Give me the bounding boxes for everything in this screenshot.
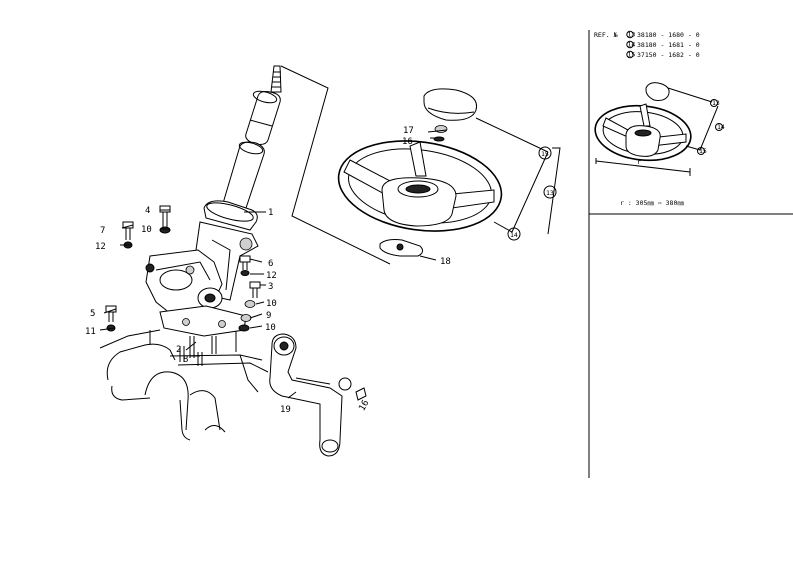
inset-callout-1: 13	[712, 99, 720, 107]
circled-13: 13	[546, 189, 554, 197]
inset-callout-3: 15	[699, 147, 707, 155]
indicator-18	[379, 239, 424, 257]
callout-1: 1	[268, 208, 273, 218]
callout-18: 18	[440, 257, 451, 267]
callout-7: 7	[100, 226, 105, 236]
steering-wheel	[337, 140, 503, 232]
ref-code-3: 37150 - 1682 - 0	[637, 51, 700, 59]
circled-callouts: 15 13 14	[507, 146, 557, 241]
callout-labels: 1 2 3 4 5 6 7 8 9 10 10 10 11 12 12 17 1…	[85, 126, 451, 415]
ref-mark-1: 13	[628, 31, 636, 39]
steering-gearbox	[145, 249, 247, 358]
pitman-arm	[269, 333, 343, 457]
ref-mark-2: 14	[628, 41, 636, 49]
callout-9: 9	[266, 311, 271, 321]
callout-8: 8	[183, 355, 188, 365]
callout-10b: 10	[266, 299, 277, 309]
inset-dimension: r	[637, 158, 641, 166]
callout-5: 5	[90, 309, 95, 319]
ref-panel: REF. № 13 38180 - 1680 - 0 14 38180 - 16…	[588, 30, 793, 478]
callout-19: 19	[280, 405, 291, 415]
horn-cap	[423, 88, 478, 121]
inset-steering-wheel: 13 14 15 r	[594, 82, 725, 176]
ref-code-1: 38180 - 1680 - 0	[637, 31, 700, 39]
ref-code-2: 38180 - 1681 - 0	[637, 41, 700, 49]
callout-17: 17	[403, 126, 414, 136]
leader-lines	[99, 65, 561, 399]
ref-title: REF. №	[594, 31, 618, 39]
callout-12b: 12	[266, 271, 277, 281]
callout-6: 6	[268, 259, 273, 269]
ref-note: r : 305㎜ ⇨ 380㎜	[620, 199, 684, 207]
callout-12a: 12	[95, 242, 106, 252]
circled-14: 14	[510, 231, 518, 239]
callout-10c: 10	[265, 323, 276, 333]
callout-sub: 16	[357, 399, 371, 413]
washer-16	[433, 136, 445, 142]
inset-callout-2: 14	[717, 123, 725, 131]
callout-4: 4	[145, 206, 150, 216]
callout-10a: 10	[141, 225, 152, 235]
callout-11: 11	[85, 327, 96, 337]
ref-mark-3: 15	[628, 51, 636, 59]
hardware	[105, 205, 367, 401]
callout-2: 2	[176, 345, 181, 355]
callout-3: 3	[268, 282, 273, 292]
circled-15: 15	[541, 150, 549, 158]
callout-16: 16	[402, 137, 413, 147]
